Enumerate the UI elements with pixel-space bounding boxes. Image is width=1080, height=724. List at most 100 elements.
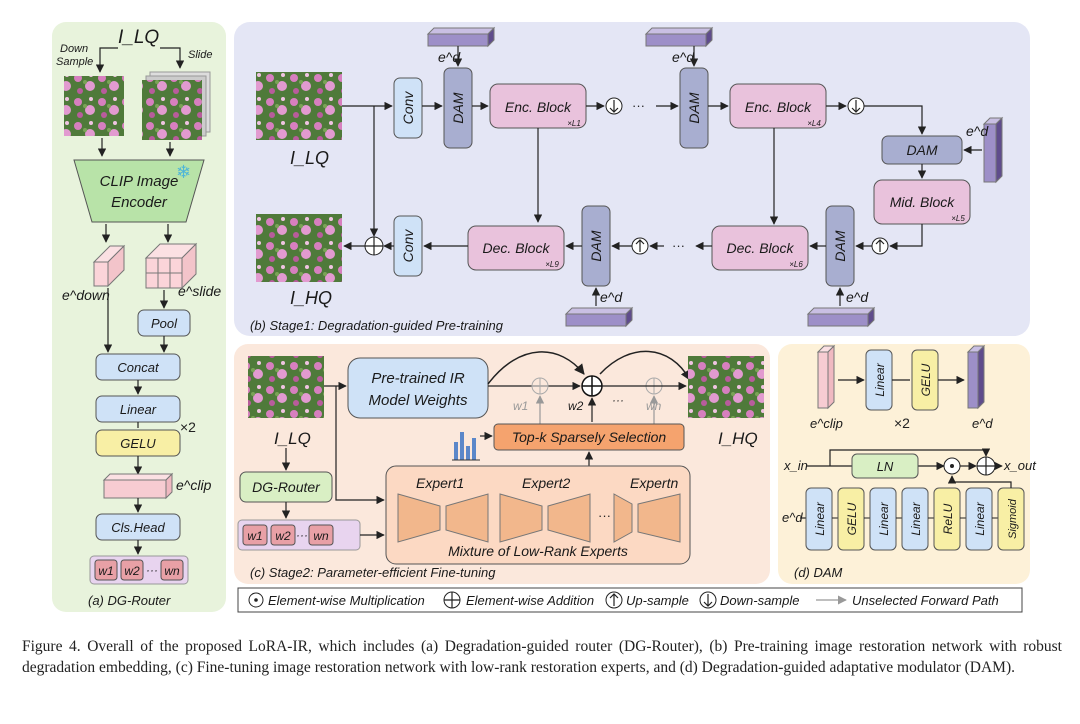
d-ed-label-left: e^d (782, 510, 803, 525)
a-input-label: I_LQ (118, 27, 159, 48)
panel-a-title: (a) DG-Router (88, 593, 171, 608)
panel-b-title: (b) Stage1: Degradation-guided Pre-train… (250, 318, 504, 333)
experts-dots: ··· (598, 508, 611, 523)
expert-2-label: Expert2 (522, 475, 570, 491)
e-clip-bar-icon (102, 472, 174, 500)
panel-c-title: (c) Stage2: Parameter-efficient Fine-tun… (250, 565, 496, 580)
a-weight-box-2 (120, 559, 144, 581)
expert-n-label: Expertn (630, 475, 678, 491)
d-linear-1-label: Linear (813, 501, 827, 535)
pretrained-weights-box (347, 357, 489, 419)
d-linear-3 (901, 487, 929, 551)
b-ed-label-3: e^d (846, 289, 869, 305)
d-linear-top-label: Linear (873, 362, 887, 396)
a-weight-dots: ··· (146, 563, 158, 577)
encoder-line1: CLIP Image (100, 173, 179, 190)
c-input-image (248, 356, 324, 418)
expert-2-icon (499, 493, 591, 543)
c-input-label: I_LQ (274, 429, 311, 448)
a-weight-box-n (160, 559, 184, 581)
clip-image-encoder (73, 159, 205, 223)
b-dam-2 (679, 67, 709, 149)
c-router-weight-n: wn (313, 529, 329, 543)
legend-mult-label: Element-wise Multiplication (268, 593, 425, 608)
topk-selection-box (493, 423, 685, 451)
legend-down-label: Down-sample (720, 593, 799, 608)
c-router-weight-1: w1 (247, 529, 262, 543)
b-dec-block-9-label: Dec. Block (483, 240, 551, 256)
b-ed-bar-1 (426, 26, 496, 48)
b-enc-block-1-label: Enc. Block (505, 99, 572, 115)
b-output-label: I_HQ (290, 288, 332, 308)
snowflake-icon: ❄ (176, 162, 191, 182)
panel-a-dg-router: I_LQ Down Sample Slide CLIP Image Encode… (52, 22, 226, 612)
e-down-label: e^down (62, 287, 110, 303)
concat-label: Concat (117, 360, 160, 375)
a-slide-images (142, 71, 211, 140)
b-mid-block-sub: ×L5 (951, 214, 965, 223)
b-output-image (256, 214, 342, 282)
b-ed-label-2: e^d (672, 49, 695, 65)
cls-head-label: Cls.Head (111, 520, 165, 535)
expert-n-icon (613, 493, 681, 543)
c-weight-2: w2 (568, 399, 584, 413)
topk-label: Top-k Sparsely Selection (512, 429, 667, 445)
b-dots-1: ··· (632, 98, 645, 113)
encoder-line2: Encoder (111, 194, 168, 211)
expert-1-label: Expert1 (416, 475, 464, 491)
c-dg-router-label: DG-Router (252, 479, 321, 495)
a-weight-n: wn (164, 564, 180, 578)
d-linear-2-label: Linear (877, 501, 891, 535)
a-weight-2: w2 (124, 564, 140, 578)
legend-unselected-label: Unselected Forward Path (852, 593, 999, 608)
b-dam-1 (443, 67, 473, 149)
d-linear-1 (805, 487, 833, 551)
panel-d-title: (d) DAM (794, 565, 843, 580)
d-linear-3-label: Linear (909, 501, 923, 535)
b-mid-block-label: Mid. Block (890, 194, 956, 210)
legend-add-label: Element-wise Addition (466, 593, 594, 608)
d-linear-4 (965, 487, 993, 551)
expert-1-icon (397, 493, 489, 543)
panel-d-dam: e^clip Linear GELU ×2 e^d x_in LN x_out … (778, 344, 1037, 584)
legend-up-label: Up-sample (626, 593, 689, 608)
d-mlp-chain: Linear GELU Linear Linear ReLU Linear Si… (805, 487, 1025, 551)
b-ed-label-4: e^d (600, 289, 623, 305)
pretrained-line1: Pre-trained IR (371, 370, 465, 387)
d-ln-box (851, 453, 919, 479)
a-arrow-slide (160, 47, 185, 69)
b-conv-in-label: Conv (400, 91, 416, 125)
figure-caption: Figure 4. Overall of the proposed LoRA-I… (22, 638, 1062, 676)
bar-chart-icon (452, 432, 480, 461)
c-output-image (688, 356, 764, 418)
d-relu-label: ReLU (941, 503, 955, 534)
d-relu (933, 487, 961, 551)
b-dec-block-6 (711, 225, 809, 271)
panel-b-background (234, 22, 1030, 336)
a-repeat-label: ×2 (180, 419, 196, 435)
legend-box (237, 587, 1023, 613)
d-eclip-bar (816, 344, 836, 410)
c-router-weight-dots: ··· (296, 528, 308, 542)
b-dec-block-6-sub: ×L6 (789, 260, 803, 269)
lora-ir-figure: I_LQ Down Sample Slide CLIP Image Encode… (52, 22, 1037, 613)
c-weight-1: w1 (513, 399, 528, 413)
b-ed-bar-3 (806, 306, 876, 328)
c-weight-box-n (308, 524, 334, 546)
panel-c-stage2: I_LQ Pre-trained IR Model Weights w1 w2 … (234, 344, 770, 584)
d-linear-2 (869, 487, 897, 551)
d-ed-label-top: e^d (972, 416, 993, 431)
b-ed-bar-4 (564, 306, 634, 328)
a-arrow-down (95, 47, 118, 73)
d-xout-label: x_out (1003, 458, 1037, 473)
b-dots-2: ··· (672, 238, 685, 253)
b-dam-4-label: DAM (588, 230, 604, 261)
b-enc-block-4-sub: ×L4 (807, 119, 821, 128)
e-down-cube-icon (92, 244, 126, 288)
c-weight-dots: ··· (612, 393, 624, 407)
d-gelu-1-label: GELU (845, 502, 859, 535)
d-eclip-label: e^clip (810, 416, 843, 431)
a-slide-label: Slide (188, 49, 212, 61)
a-weight-box-1 (94, 559, 118, 581)
d-sigmoid-label: Sigmoid (1007, 498, 1019, 539)
